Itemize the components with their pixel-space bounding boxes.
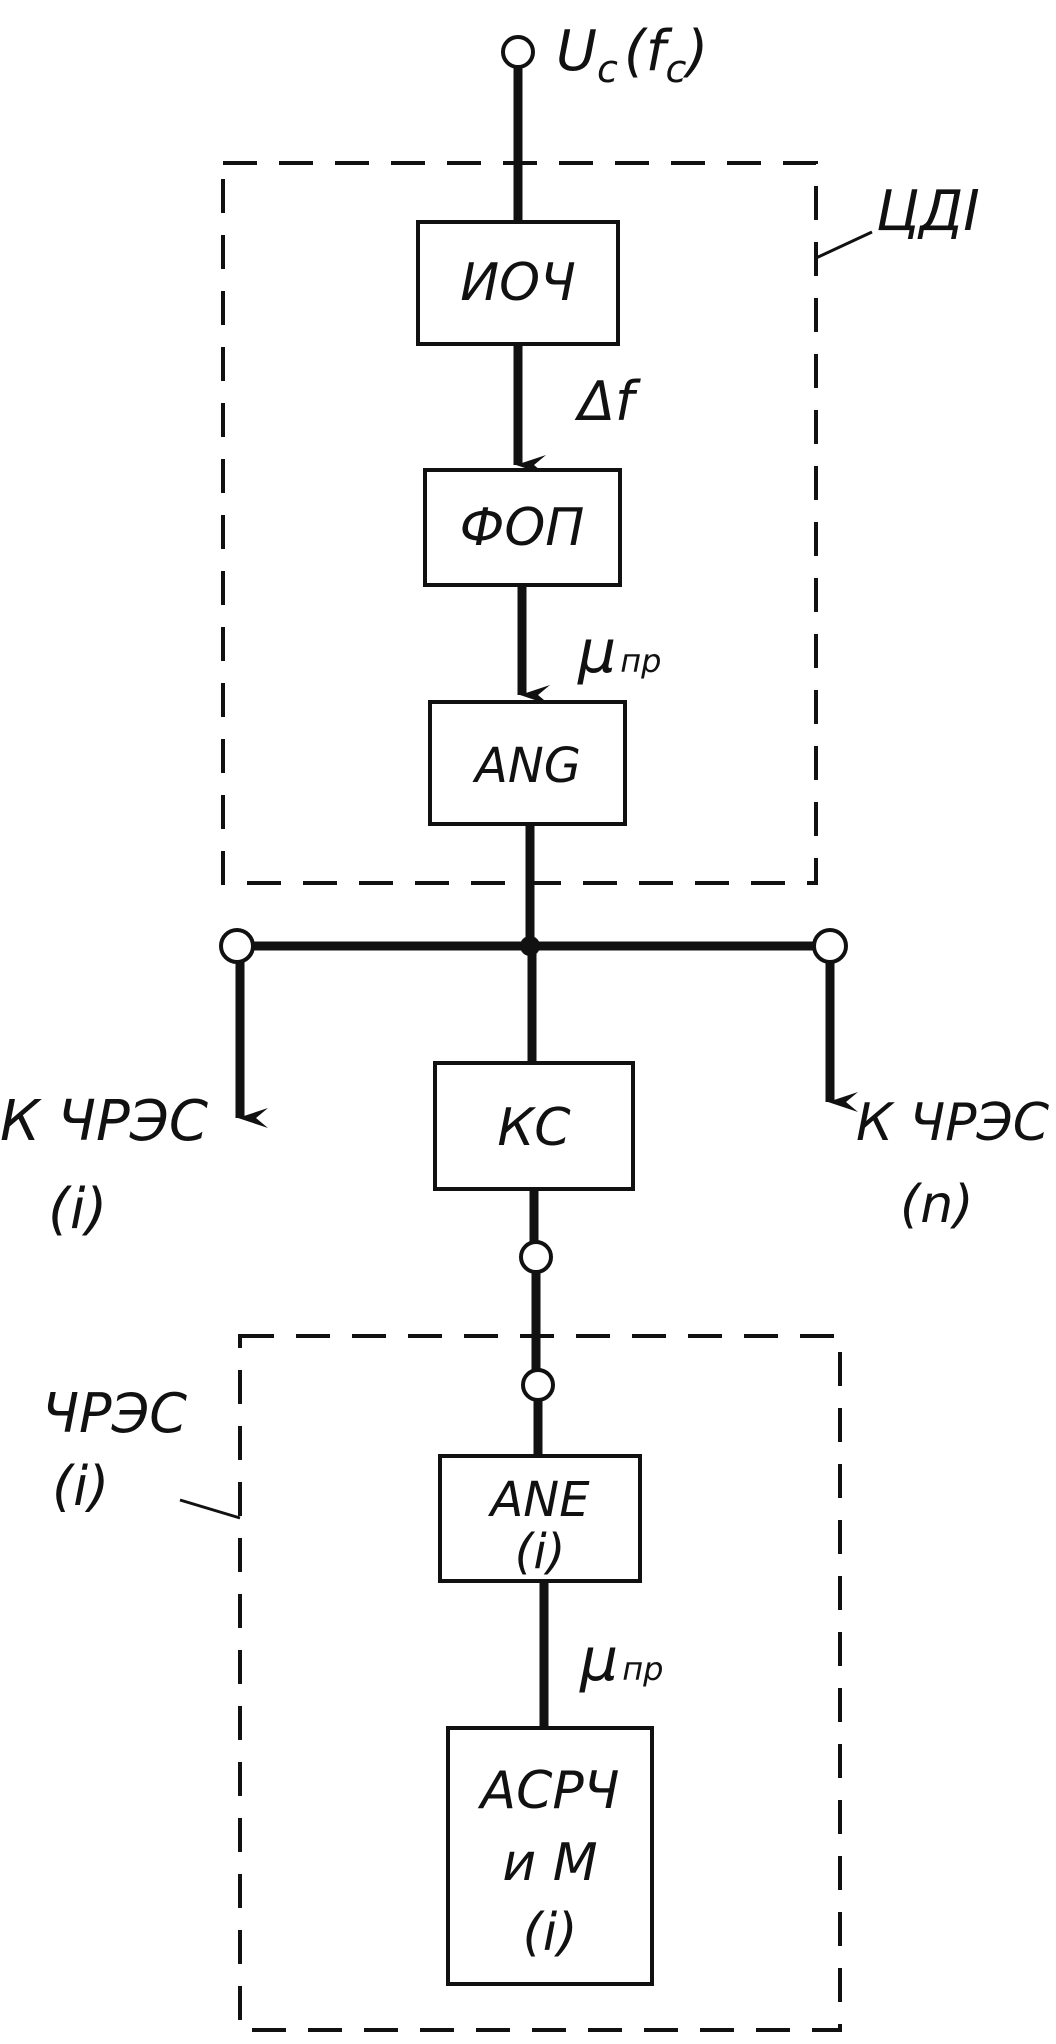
- group-tsdi-leader: [815, 230, 873, 260]
- group-chres-leader: [179, 1498, 241, 1520]
- group-chres-label-line1: ЧРЭС: [42, 1382, 187, 1445]
- block-ks-label: КС: [497, 1098, 571, 1158]
- bus-terminal-right: [812, 928, 848, 964]
- input-label: Uc(fc): [556, 19, 708, 91]
- block-ang: [428, 700, 627, 826]
- block-ioch-label: ИОЧ: [460, 253, 575, 313]
- bus-terminal-left: [219, 928, 255, 964]
- block-ane-label-line1: ANE: [487, 1472, 590, 1528]
- block-fop: [423, 468, 622, 587]
- block-asrch-label-line2: и М: [502, 1833, 597, 1893]
- block-asrch: [446, 1726, 654, 1986]
- ks-output-terminal: [519, 1240, 553, 1274]
- group-chres-label-line2: (i): [52, 1455, 109, 1518]
- block-asrch-label-line3: (i): [522, 1903, 577, 1963]
- block-ang-label: ANG: [472, 738, 581, 794]
- output-left-line2: (i): [48, 1177, 107, 1242]
- output-left-line1: К ЧРЭС: [0, 1089, 208, 1154]
- output-right-line2: (n): [900, 1175, 974, 1235]
- block-asrch-label-line1: АСРЧ: [478, 1761, 620, 1821]
- block-ks: [433, 1061, 635, 1191]
- input-terminal: [501, 35, 535, 69]
- signal-delta-f: Δf: [574, 370, 641, 433]
- output-right-line1: К ЧРЭС: [856, 1093, 1050, 1153]
- block-ane-label-line2: (i): [515, 1524, 566, 1580]
- block-fop-label: ФОП: [460, 498, 585, 558]
- group-tsdi-label: ЦДI: [876, 179, 980, 244]
- block-ioch: [416, 220, 620, 346]
- block-ane: [438, 1454, 642, 1583]
- chres-input-terminal: [521, 1368, 555, 1402]
